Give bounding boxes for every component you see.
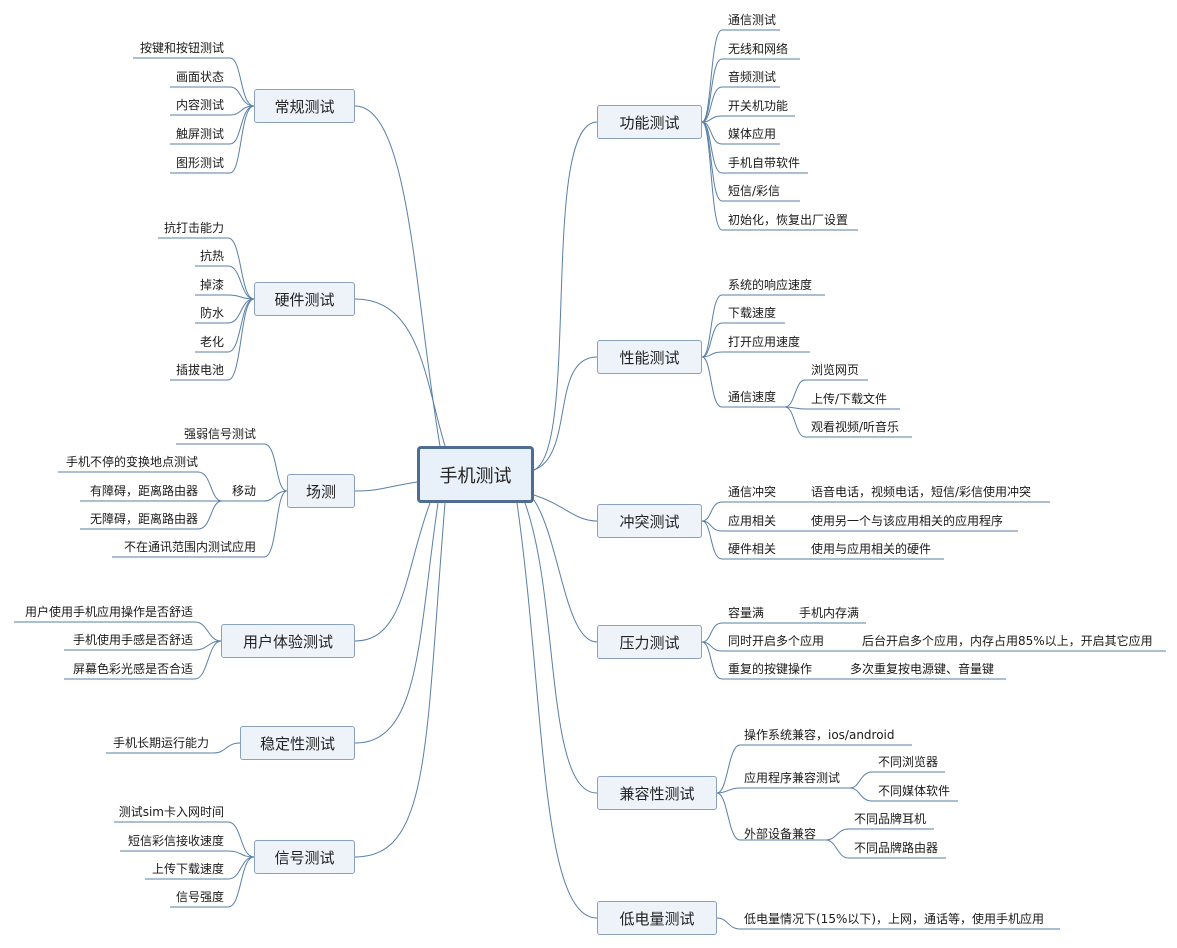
leaf-item: 老化	[199, 335, 224, 349]
leaf-subitem: 不同浏览器	[878, 755, 939, 769]
branch-stress-test[interactable]: 压力测试	[597, 625, 702, 659]
leaf-item: 系统的响应速度	[728, 278, 813, 292]
leaf-item: 下载速度	[728, 306, 777, 320]
leaf-subitem: 手机不停的变换地点测试	[65, 455, 198, 469]
leaf-subitem: 有障碍，距离路由器	[89, 484, 198, 498]
leaf-item: 抗打击能力	[163, 221, 224, 235]
leaf-item: 触屏测试	[175, 127, 224, 141]
branch-performance-test[interactable]: 性能测试	[597, 340, 702, 374]
leaf-subitem: 不同媒体软件	[878, 784, 951, 798]
leaf-item: 通信速度	[728, 390, 777, 404]
leaf-item: 开关机功能	[728, 99, 789, 113]
leaf-item: 同时开启多个应用	[728, 634, 825, 648]
branch-signal-test[interactable]: 信号测试	[254, 840, 355, 874]
leaf-item: 音频测试	[728, 70, 777, 84]
branch-field-test[interactable]: 场测	[287, 474, 355, 508]
branch-functional-test[interactable]: 功能测试	[597, 105, 702, 139]
leaf-item: 初始化，恢复出厂设置	[728, 213, 849, 227]
leaf-detail: 后台开启多个应用，内存占用85%以上，开启其它应用	[862, 634, 1153, 648]
leaf-item: 手机长期运行能力	[112, 736, 209, 750]
leaf-item: 画面状态	[175, 70, 224, 84]
leaf-item: 容量满	[728, 606, 765, 620]
leaf-item: 短信彩信接收速度	[127, 834, 224, 848]
leaf-detail: 语音电话，视频电话，短信/彩信使用冲突	[811, 485, 1032, 499]
leaf-item: 测试sim卡入网时间	[118, 805, 224, 819]
branch-hardware-test[interactable]: 硬件测试	[254, 282, 355, 316]
leaf-item: 插拔电池	[175, 363, 224, 377]
leaf-item: 信号强度	[175, 890, 224, 904]
root-node[interactable]: 手机测试	[417, 446, 534, 503]
leaf-item: 防水	[199, 306, 224, 320]
leaf-item: 媒体应用	[728, 127, 777, 141]
branch-general-test[interactable]: 常规测试	[254, 89, 355, 123]
branch-conflict-test[interactable]: 冲突测试	[597, 504, 702, 538]
leaf-item: 低电量情况下(15%以下)，上网，通话等，使用手机应用	[744, 912, 1045, 926]
leaf-item: 应用程序兼容测试	[744, 771, 841, 785]
leaf-subitem: 不同品牌路由器	[854, 841, 939, 855]
leaf-item: 强弱信号测试	[183, 427, 256, 441]
leaf-subitem: 上传/下载文件	[811, 392, 888, 406]
leaf-item: 重复的按键操作	[728, 662, 813, 676]
leaf-item: 掉漆	[199, 278, 224, 292]
leaf-item: 操作系统兼容，ios/android	[744, 728, 895, 742]
leaf-item: 通信冲突	[728, 485, 777, 499]
leaf-item: 图形测试	[175, 156, 224, 170]
leaf-item: 抗热	[199, 249, 224, 263]
leaf-subitem: 不同品牌耳机	[854, 812, 927, 826]
leaf-item: 通信测试	[728, 13, 777, 27]
leaf-item: 打开应用速度	[728, 335, 801, 349]
leaf-detail: 使用另一个与该应用相关的应用程序	[811, 514, 1004, 528]
leaf-subitem: 浏览网页	[811, 363, 860, 377]
leaf-item: 不在通讯范围内测试应用	[123, 540, 256, 554]
leaf-item: 上传下载速度	[151, 862, 224, 876]
leaf-item: 短信/彩信	[728, 184, 781, 198]
leaf-item: 手机使用手感是否舒适	[72, 633, 193, 647]
leaf-detail: 多次重复按电源键、音量键	[850, 662, 995, 676]
branch-stability-test[interactable]: 稳定性测试	[240, 726, 355, 760]
leaf-item: 硬件相关	[728, 542, 777, 556]
leaf-item: 手机自带软件	[728, 156, 801, 170]
leaf-item: 屏幕色彩光感是否合适	[72, 662, 193, 676]
leaf-detail: 手机内存满	[799, 606, 860, 620]
leaf-item: 应用相关	[728, 514, 777, 528]
leaf-item: 外部设备兼容	[744, 827, 817, 841]
branch-low-battery-test[interactable]: 低电量测试	[597, 901, 717, 935]
leaf-subitem: 无障碍，距离路由器	[89, 512, 198, 526]
leaf-detail: 使用与应用相关的硬件	[811, 542, 932, 556]
branch-compatibility-test[interactable]: 兼容性测试	[597, 776, 717, 810]
leaf-item: 用户使用手机应用操作是否舒适	[24, 605, 193, 619]
leaf-item: 无线和网络	[728, 42, 789, 56]
leaf-item: 按键和按钮测试	[139, 41, 224, 55]
branch-user-experience-test[interactable]: 用户体验测试	[221, 624, 355, 658]
leaf-subitem: 观看视频/听音乐	[811, 420, 900, 434]
leaf-item: 内容测试	[175, 98, 224, 112]
leaf-item: 移动	[231, 484, 256, 498]
